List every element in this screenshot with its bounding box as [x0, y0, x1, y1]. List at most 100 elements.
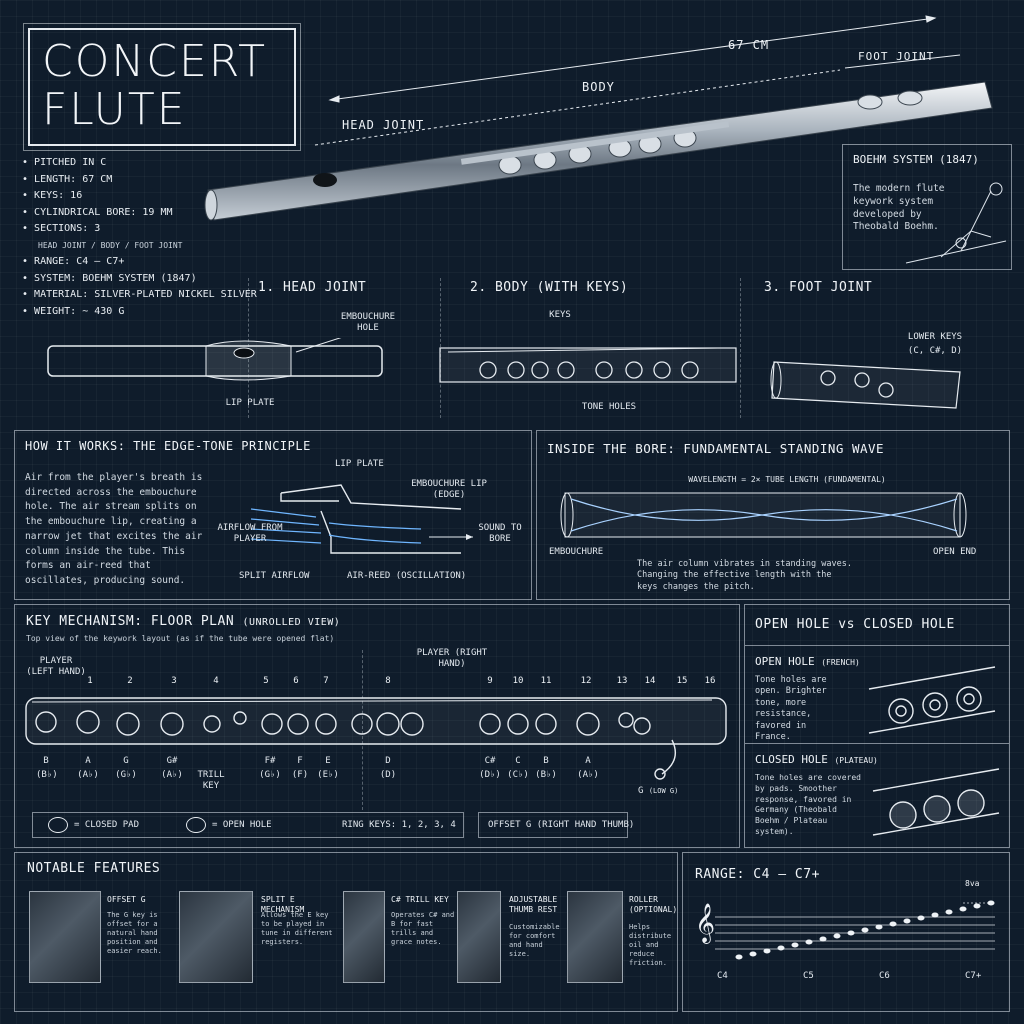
keys-label: KEYS	[549, 310, 571, 320]
feature-title: ROLLER (OPTIONAL)	[629, 895, 678, 914]
player-left-label: PLAYER (LEFT HAND)	[26, 656, 86, 678]
key-number: 8	[385, 676, 391, 686]
air-reed-label: AIR-REED (OSCILLATION)	[347, 571, 467, 581]
note-label: G#	[166, 756, 178, 766]
legend-open-label: = OPEN HOLE	[212, 820, 272, 830]
boehm-text: The modern flute keywork system develope…	[853, 183, 945, 233]
part-head-title: 1. HEAD JOINT	[258, 280, 367, 295]
embouchure-hole-label: EMBOUCHURE HOLE	[340, 312, 396, 334]
note-sub: (G♭)	[115, 770, 137, 780]
closed-hole-text: Tone holes are covered by pads. Smoother…	[755, 773, 861, 836]
note-label: F	[297, 756, 303, 766]
feature-title: ADJUSTABLE THUMB REST	[509, 895, 558, 914]
closed-pad-icon	[48, 817, 68, 833]
feature-text: Helps distribute oil and reduce friction…	[629, 923, 672, 968]
key-number: 9	[487, 676, 493, 686]
open-hole-title-text: OPEN HOLE	[755, 655, 815, 668]
note-sub: (A♭)	[77, 770, 99, 780]
open-hole-icon	[186, 817, 206, 833]
divider	[740, 278, 741, 418]
divider	[248, 278, 249, 418]
note-label: G	[123, 756, 129, 766]
note-sub: (B♭)	[36, 770, 58, 780]
key-number: 16	[704, 676, 716, 686]
title-line-2: FLUTE	[42, 84, 187, 135]
c-sharp-trill-photo	[343, 891, 385, 983]
note-label: C#	[484, 756, 496, 766]
note-sub: (D♭)	[479, 770, 501, 780]
key-number: 2	[127, 676, 133, 686]
keymech-title-text: KEY MECHANISM: FLOOR PLAN	[26, 614, 235, 629]
ring-keys-label: RING KEYS: 1, 2, 3, 4	[342, 820, 456, 830]
note-label: B	[43, 756, 49, 766]
how-text: Air from the player's breath is directed…	[25, 472, 203, 587]
part-foot-title: 3. FOOT JOINT	[764, 280, 873, 295]
standing-wave-diagram	[560, 492, 967, 538]
edge-tone-diagram	[250, 484, 473, 554]
boehm-panel: BOEHM SYSTEM (1847) The modern flute key…	[842, 144, 1012, 270]
spec-item: PITCHED IN C	[22, 155, 262, 172]
hand-divider	[362, 650, 363, 810]
keymech-subtitle: Top view of the keywork layout (as if th…	[26, 634, 335, 643]
openclosed-title: OPEN HOLE vs CLOSED HOLE	[755, 617, 955, 632]
lower-keys-sub: (C, C#, D)	[907, 346, 963, 356]
closed-hole-sub: (PLATEAU)	[834, 756, 878, 765]
embouchure-lip-label: EMBOUCHURE LIP (EDGE)	[411, 479, 487, 501]
keymech-legend	[32, 812, 464, 838]
how-title: HOW IT WORKS: THE EDGE-TONE PRINCIPLE	[25, 439, 311, 453]
key-number: 14	[644, 676, 656, 686]
lower-keys-label: LOWER KEYS	[907, 332, 963, 342]
boehm-key-sketch	[905, 182, 1007, 264]
keywork-floor-plan	[25, 697, 727, 780]
part-body-title: 2. BODY (WITH KEYS)	[470, 280, 629, 295]
closed-hole-title: CLOSED HOLE (PLATEAU)	[755, 753, 878, 766]
key-number: 7	[323, 676, 329, 686]
how-it-works-panel: HOW IT WORKS: THE EDGE-TONE PRINCIPLE Ai…	[14, 430, 532, 600]
offset-g-photo	[29, 891, 101, 983]
offset-g-label: OFFSET G (RIGHT HAND THUMB)	[488, 820, 635, 830]
keymech-title-sub: (UNROLLED VIEW)	[242, 617, 341, 628]
note-label: E	[325, 756, 331, 766]
how-lip-plate-label: LIP PLATE	[335, 459, 384, 469]
features-title: NOTABLE FEATURES	[27, 861, 161, 876]
range-label: C6	[879, 971, 890, 981]
spec-item: WEIGHT: ~ 430 g	[22, 304, 262, 321]
open-hole-sub: (FRENCH)	[821, 658, 860, 667]
note-label: F#	[264, 756, 276, 766]
note-sub: (C♭)	[507, 770, 529, 780]
section-head-label: HEAD JOINT	[342, 118, 425, 132]
low-g-sub: (LOW G)	[648, 787, 679, 795]
boehm-title: BOEHM SYSTEM (1847)	[853, 153, 979, 166]
roller-photo	[567, 891, 623, 983]
page-title: CONCERT FLUTE	[30, 30, 294, 142]
note-sub: (B♭)	[535, 770, 557, 780]
key-number: 10	[512, 676, 524, 686]
note-sub: (D)	[379, 770, 397, 780]
open-hole-text: Tone holes are open. Brighter tone, more…	[755, 675, 827, 743]
range-panel: RANGE: C4 – C7+ 𝄞 8va C4 C5 C6 C7+	[682, 852, 1010, 1012]
key-number: 15	[676, 676, 688, 686]
title-box: CONCERT FLUTE	[23, 23, 301, 151]
feature-text: The G key is offset for a natural hand p…	[107, 911, 162, 956]
octave-marker: 8va	[965, 879, 980, 888]
key-number: 12	[580, 676, 592, 686]
divider	[745, 743, 1009, 744]
player-right-label: PLAYER (RIGHT HAND)	[416, 648, 488, 670]
length-dimension: 67 cm	[728, 38, 770, 52]
spec-sections-sub: HEAD JOINT / BODY / FOOT JOINT	[38, 240, 183, 250]
spec-list: PITCHED IN C LENGTH: 67 cm KEYS: 16 CYLI…	[22, 155, 262, 320]
range-label: C7+	[965, 971, 982, 981]
legend-closed-label: = CLOSED PAD	[74, 820, 140, 830]
feature-title: OFFSET G	[107, 895, 146, 904]
title-line-1: CONCERT	[42, 36, 268, 87]
feature-text: Customizable for comfort and hand size.	[509, 923, 560, 959]
open-closed-panel: OPEN HOLE vs CLOSED HOLE OPEN HOLE (FREN…	[744, 604, 1010, 848]
spec-item: MATERIAL: SILVER-PLATED NICKEL SILVER	[22, 287, 262, 304]
note-sub: (G♭)	[259, 770, 281, 780]
feature-title: SPLIT E MECHANISM	[261, 895, 305, 914]
note-label: A	[585, 756, 591, 766]
key-number: 5	[263, 676, 269, 686]
features-panel: NOTABLE FEATURES OFFSET G The G key is o…	[14, 852, 678, 1012]
lip-plate-label: LIP PLATE	[225, 398, 275, 408]
section-body-label: BODY	[582, 80, 615, 94]
